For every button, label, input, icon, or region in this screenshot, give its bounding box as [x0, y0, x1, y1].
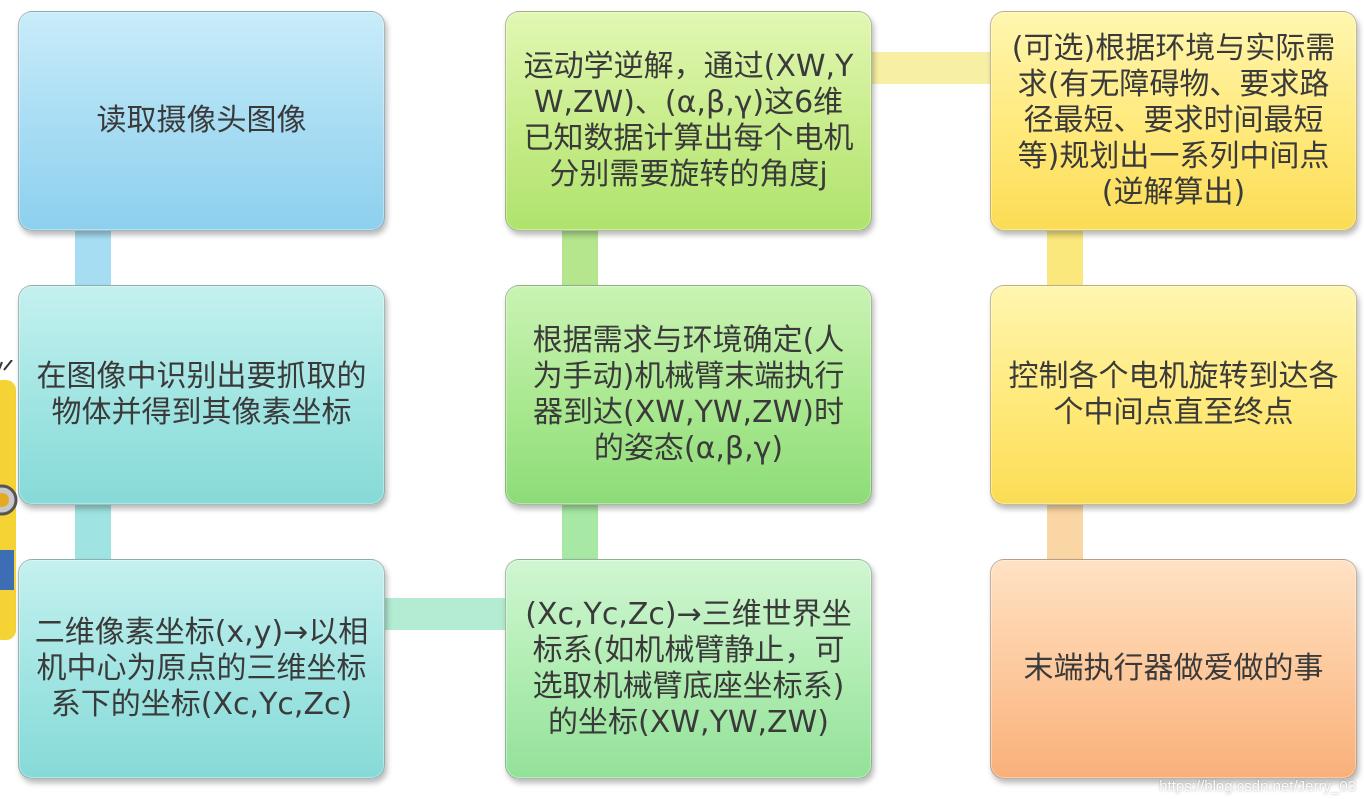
- node-end-effector-task-label: 末端执行器做爱做的事: [1023, 651, 1324, 686]
- node-pixel-to-camera: 二维像素坐标(x,y)→以相机中心为原点的三维坐标系下的坐标(Xc,Yc,Zc): [18, 559, 385, 779]
- node-read-image-label: 读取摄像头图像: [96, 103, 307, 138]
- node-determine-pose: 根据需求与环境确定(人为手动)机械臂末端执行器到达(XW,YW,ZW)时的姿态(…: [505, 285, 872, 505]
- node-plan-path: (可选)根据环境与实际需求(有无障碍物、要求路径最短、要求时间最短等)规划出一系…: [990, 11, 1357, 231]
- connector-read-to-identify: [75, 226, 111, 290]
- watermark: https://blog.csdn.net/Jerry_03: [1159, 778, 1356, 795]
- node-read-image: 读取摄像头图像: [18, 11, 385, 231]
- node-plan-path-label: (可选)根据环境与实际需求(有无障碍物、要求路径最短、要求时间最短等)规划出一系…: [1011, 31, 1336, 210]
- node-inverse-kinematics: 运动学逆解，通过(XW,YW,ZW)、(α,β,γ)这6维已知数据计算出每个电机…: [505, 11, 872, 231]
- connector-ik-to-plan: [868, 52, 994, 84]
- mascot-illustration: [0, 360, 18, 640]
- connector-plan-to-control: [1047, 226, 1083, 290]
- connector-pixel-to-camera: [382, 598, 508, 630]
- node-end-effector-task: 末端执行器做爱做的事: [990, 559, 1357, 779]
- node-control-motors-label: 控制各个电机旋转到达各个中间点直至终点: [1008, 359, 1339, 430]
- connector-control-to-end: [1047, 500, 1083, 564]
- node-inverse-kinematics-label: 运动学逆解，通过(XW,YW,ZW)、(α,β,γ)这6维已知数据计算出每个电机…: [523, 49, 854, 192]
- node-pixel-to-camera-label: 二维像素坐标(x,y)→以相机中心为原点的三维坐标系下的坐标(Xc,Yc,Zc): [34, 615, 369, 722]
- connector-identify-to-pixel: [75, 500, 111, 564]
- node-camera-to-world: (Xc,Yc,Zc)→三维世界坐标系(如机械臂静止，可选取机械臂底座坐标系)的坐…: [505, 559, 872, 779]
- node-identify-object-label: 在图像中识别出要抓取的物体并得到其像素坐标: [36, 359, 367, 430]
- node-control-motors: 控制各个电机旋转到达各个中间点直至终点: [990, 285, 1357, 505]
- connector-camera-to-pose: [562, 500, 598, 564]
- node-identify-object: 在图像中识别出要抓取的物体并得到其像素坐标: [18, 285, 385, 505]
- node-camera-to-world-label: (Xc,Yc,Zc)→三维世界坐标系(如机械臂静止，可选取机械臂底座坐标系)的坐…: [525, 597, 852, 740]
- connector-pose-to-ik: [562, 226, 598, 290]
- node-determine-pose-label: 根据需求与环境确定(人为手动)机械臂末端执行器到达(XW,YW,ZW)时的姿态(…: [532, 323, 845, 466]
